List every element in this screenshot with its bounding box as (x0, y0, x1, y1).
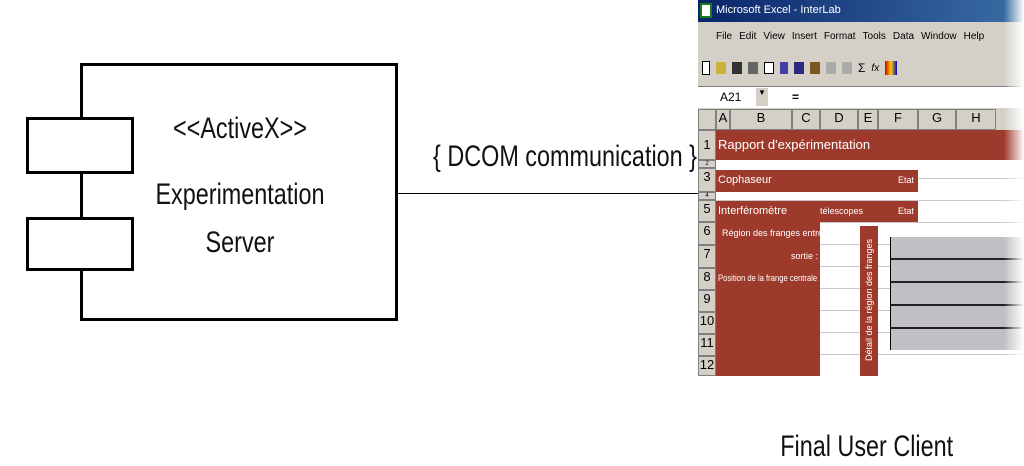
central-fringe-label: Position de la frange centrale : (718, 273, 822, 283)
col-header[interactable]: F (878, 109, 918, 130)
server-name-line1: Experimentation (155, 178, 325, 211)
name-box[interactable]: A21 (720, 90, 742, 104)
interferometre-label: Interféromètre (718, 205, 788, 217)
name-box-dropdown[interactable]: ▼ (756, 88, 768, 106)
labels-column (716, 222, 820, 376)
client-label: Final User Client (780, 430, 954, 463)
undo-icon[interactable] (826, 62, 836, 74)
copy-icon[interactable] (794, 62, 804, 74)
col-header[interactable]: G (918, 109, 956, 130)
stereotype-label: <<ActiveX>> (172, 112, 307, 145)
dcom-label: { DCOM communication } (433, 140, 697, 173)
row-header[interactable]: 3 (698, 168, 716, 192)
col-header[interactable]: H (956, 109, 996, 130)
dcom-connector-line (398, 193, 714, 194)
menu-data[interactable]: Data (892, 31, 915, 42)
fringe-entry-label: Région des franges entrée : (722, 228, 834, 238)
row-header[interactable]: 10 (698, 312, 716, 334)
row-header[interactable]: 12 (698, 356, 716, 376)
component-port-bottom (26, 217, 134, 271)
server-name-line2: Server (205, 226, 275, 259)
row-header[interactable]: 9 (698, 290, 716, 312)
menu-window[interactable]: Window (921, 31, 957, 42)
menu-help[interactable]: Help (963, 31, 985, 42)
chart-icon[interactable] (885, 61, 898, 75)
menu-file[interactable]: File (716, 31, 733, 42)
cut-icon[interactable] (780, 62, 788, 74)
menu-insert[interactable]: Insert (791, 31, 817, 42)
menu-bar: File Edit View Insert Format Tools Data … (716, 31, 984, 42)
open-icon[interactable] (716, 62, 726, 74)
excel-window: Microsoft Excel - InterLab File Edit Vie… (698, 0, 1024, 376)
interferometre-state: Etat (898, 206, 915, 216)
row-header[interactable]: 11 (698, 334, 716, 356)
paste-icon[interactable] (810, 62, 820, 74)
telescopes-label: télescopes (820, 206, 864, 216)
server-component (80, 63, 398, 321)
col-header[interactable]: B (730, 109, 792, 130)
window-title: Microsoft Excel - InterLab (716, 4, 841, 16)
row-header[interactable]: 4 (698, 192, 716, 200)
redo-icon[interactable] (842, 62, 852, 74)
select-all[interactable] (698, 109, 716, 130)
row-header[interactable]: 8 (698, 268, 716, 290)
cophaseur-state: Etat (898, 175, 915, 185)
row-header[interactable]: 5 (698, 200, 716, 222)
report-title-cell[interactable]: Rapport d'expérimentation (716, 130, 1024, 160)
formula-equals[interactable]: = (792, 90, 800, 104)
sum-icon[interactable]: Σ (858, 61, 866, 75)
cophaseur-cell[interactable] (716, 170, 918, 192)
cophaseur-label: Cophaseur (718, 174, 772, 186)
vertical-title-band (860, 226, 878, 376)
excel-app-icon (700, 3, 712, 18)
toolbar: Σ fx (702, 56, 1022, 80)
fade-overlay (1004, 0, 1024, 376)
save-icon[interactable] (732, 62, 742, 74)
menu-view[interactable]: View (763, 31, 785, 42)
menu-tools[interactable]: Tools (862, 31, 886, 42)
col-header[interactable]: D (820, 109, 858, 130)
formula-bar (698, 86, 1024, 108)
new-icon[interactable] (702, 61, 710, 75)
row-header[interactable]: 2 (698, 160, 716, 168)
fringe-chart (890, 237, 1024, 350)
row-header[interactable]: 7 (698, 245, 716, 268)
function-icon[interactable]: fx (871, 62, 880, 74)
row-header[interactable]: 1 (698, 130, 716, 160)
interferometre-cell[interactable] (716, 201, 918, 222)
menu-format[interactable]: Format (823, 31, 856, 42)
print-icon[interactable] (748, 62, 758, 74)
col-header[interactable]: E (858, 109, 878, 130)
col-header[interactable]: C (792, 109, 820, 130)
col-header[interactable]: A (716, 109, 730, 130)
title-bar (698, 0, 1024, 22)
menu-edit[interactable]: Edit (739, 31, 757, 42)
row-header[interactable]: 6 (698, 222, 716, 245)
vertical-title: Détail de la région des franges (864, 238, 874, 362)
component-port-top (26, 117, 134, 174)
fringe-exit-label: sortie : (790, 251, 818, 261)
preview-icon[interactable] (764, 62, 774, 74)
